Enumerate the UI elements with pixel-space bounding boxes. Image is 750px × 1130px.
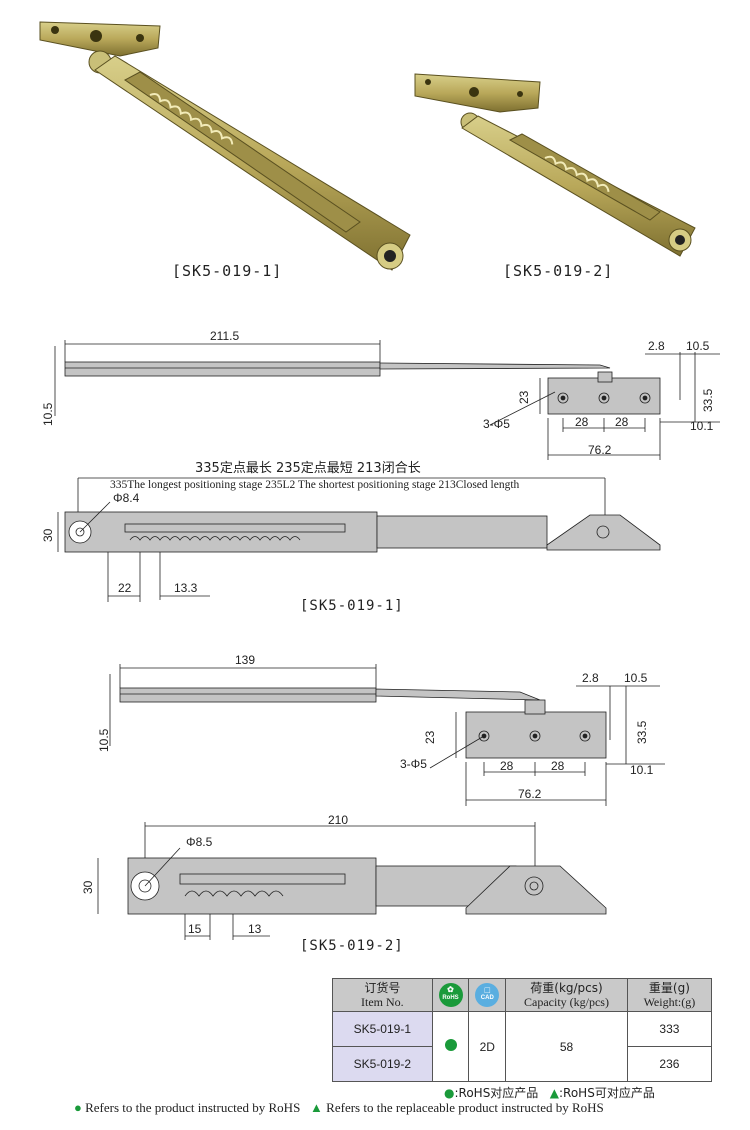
table-row: SK5-019-2 236 bbox=[332, 1046, 713, 1082]
rohs-dot-icon bbox=[444, 1039, 457, 1051]
technical-drawing-1: 211.5 2.8 10.5 33.5 23 3-Φ5 28 28 10.1 7… bbox=[41, 329, 720, 614]
weight-cell: 236 bbox=[626, 1046, 713, 1082]
dim-2-8-b: 2.8 bbox=[582, 671, 599, 685]
length-heading-en: 335The longest positioning stage 235L2 T… bbox=[110, 479, 520, 491]
photo-sk5-019-1 bbox=[39, 21, 411, 271]
item-cell: SK5-019-1 bbox=[332, 1011, 433, 1047]
dim-76-2-b: 76.2 bbox=[518, 787, 542, 801]
dim-10-5-left: 10.5 bbox=[41, 402, 55, 426]
dim-15: 15 bbox=[188, 922, 202, 936]
legend-en: ● Refers to the product instructed by Ro… bbox=[74, 1100, 604, 1115]
dim-10-1: 10.1 bbox=[690, 419, 714, 433]
dim-pitch-b-b: 28 bbox=[551, 759, 565, 773]
dim-10-5-left-b: 10.5 bbox=[97, 728, 111, 752]
dim-23: 23 bbox=[517, 390, 531, 404]
dim-dia-8-4: Φ8.4 bbox=[113, 491, 140, 505]
dim-23-b: 23 bbox=[423, 730, 437, 744]
dim-33-5-b: 33.5 bbox=[635, 720, 649, 744]
item-cell: SK5-019-2 bbox=[332, 1046, 433, 1082]
rohs-dot-icon: ● bbox=[74, 1100, 82, 1115]
dim-139: 139 bbox=[235, 653, 255, 667]
caption-1: [SK5-019-1] bbox=[300, 598, 404, 614]
photo-label-2: [SK5-019-2] bbox=[503, 262, 614, 280]
length-heading-cn: 335定点最长 235定点最短 213闭合长 bbox=[195, 461, 421, 476]
header-cad: □ CAD bbox=[468, 978, 507, 1012]
dim-211-5: 211.5 bbox=[210, 329, 239, 343]
dim-30: 30 bbox=[41, 528, 55, 542]
weight-cell: 333 bbox=[626, 1011, 713, 1047]
dim-dia-8-5: Φ8.5 bbox=[186, 835, 213, 849]
dim-holes: 3-Φ5 bbox=[483, 417, 510, 431]
capacity-cell: 58 bbox=[505, 1011, 628, 1082]
header-item-no: 订货号 Item No. bbox=[332, 978, 433, 1012]
rohs-status-cell bbox=[431, 1011, 470, 1082]
dim-pitch-a-b: 28 bbox=[500, 759, 514, 773]
dim-2-8: 2.8 bbox=[648, 339, 665, 353]
dim-13-3: 13.3 bbox=[174, 581, 198, 595]
dim-30-b: 30 bbox=[81, 880, 95, 894]
dim-13: 13 bbox=[248, 922, 262, 936]
dim-10-5: 10.5 bbox=[686, 339, 710, 353]
header-capacity: 荷重(kg/pcs) Capacity (kg/pcs) bbox=[505, 978, 628, 1012]
cad-cell: 2D bbox=[468, 1011, 507, 1082]
photo-label-1: [SK5-019-1] bbox=[172, 262, 283, 280]
cad-icon: □ CAD bbox=[475, 983, 500, 1007]
spec-table: 订货号 Item No. ✿ RoHS □ CAD 荷重(kg/pcs) Cap… bbox=[332, 978, 713, 1082]
dim-76-2: 76.2 bbox=[588, 443, 612, 457]
dim-holes-b: 3-Φ5 bbox=[400, 757, 427, 771]
caption-2: [SK5-019-2] bbox=[300, 938, 404, 954]
dim-10-1-b: 10.1 bbox=[630, 763, 654, 777]
dim-pitch-b: 28 bbox=[615, 415, 629, 429]
dim-33-5: 33.5 bbox=[701, 388, 715, 412]
dim-10-5-b: 10.5 bbox=[624, 671, 648, 685]
dim-210: 210 bbox=[328, 813, 348, 827]
photo-sk5-019-2 bbox=[414, 73, 696, 257]
triangle-icon: ▲ bbox=[549, 1086, 559, 1100]
dim-pitch-a: 28 bbox=[575, 415, 589, 429]
triangle-icon: ▲ bbox=[310, 1100, 323, 1115]
technical-drawing-2: 139 2.8 10.5 33.5 23 3-Φ5 28 28 10.1 76.… bbox=[81, 653, 665, 954]
header-weight: 重量(g) Weight:(g) bbox=[626, 978, 713, 1012]
rohs-dot-icon: ● bbox=[444, 1086, 455, 1100]
table-row: SK5-019-1 2D 58 333 bbox=[332, 1011, 713, 1082]
header-rohs: ✿ RoHS bbox=[431, 978, 470, 1012]
rohs-icon: ✿ RoHS bbox=[438, 983, 463, 1007]
table-header-row: 订货号 Item No. ✿ RoHS □ CAD 荷重(kg/pcs) Cap… bbox=[332, 978, 713, 1012]
legend-cn: ●:RoHS对应产品 ▲:RoHS可对应产品 bbox=[444, 1086, 655, 1100]
dim-22: 22 bbox=[118, 581, 132, 595]
product-photos bbox=[39, 21, 696, 271]
